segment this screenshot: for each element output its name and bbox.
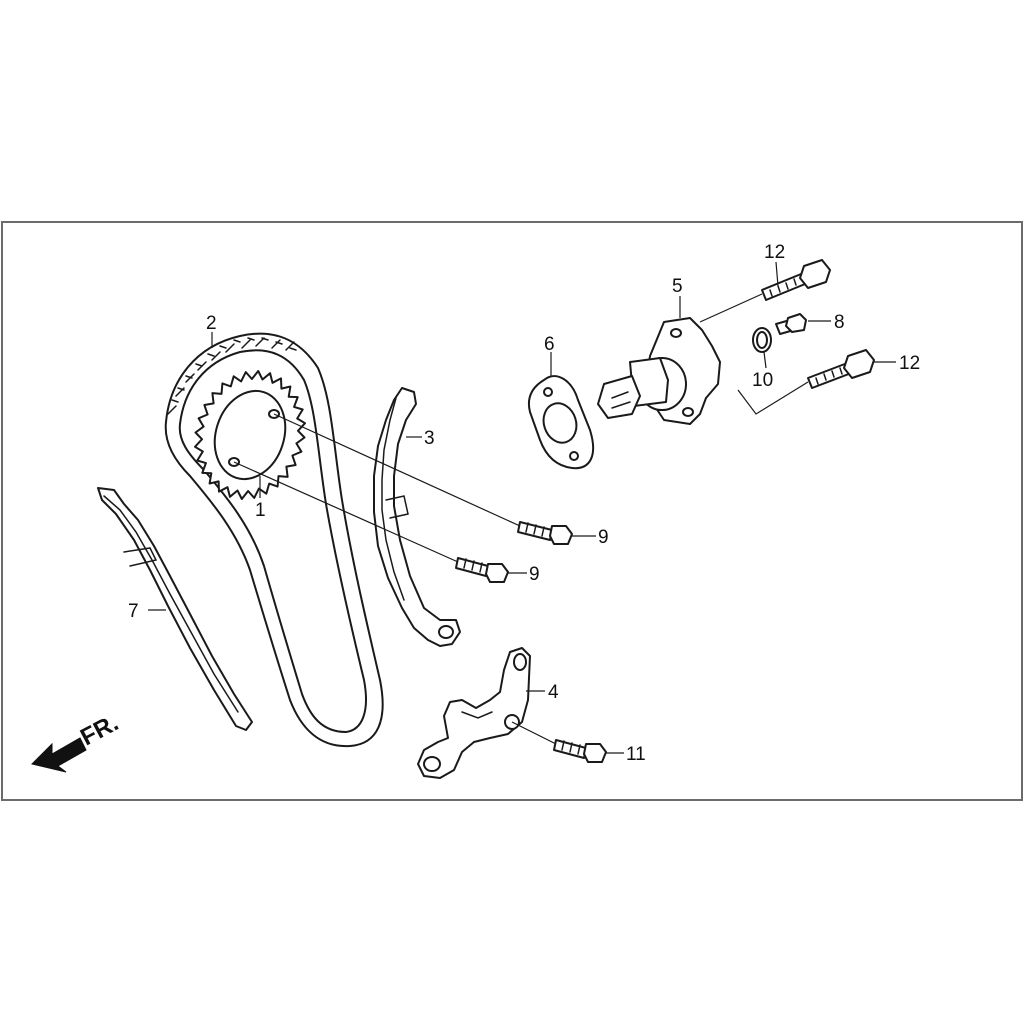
callout-1: 1	[255, 500, 266, 521]
part-6-gasket	[528, 375, 595, 470]
callout-labels: 1 2 3 4 5 6 7 8 9 9 10 11 12 12	[128, 242, 920, 765]
front-direction-marker: FR.	[31, 709, 123, 773]
part-4-pivot-bracket	[417, 647, 531, 779]
part-12-bolt-lower	[807, 349, 875, 389]
part-11-bolt	[553, 739, 607, 763]
callout-9-lower: 9	[529, 564, 540, 585]
callout-12-lower: 12	[899, 353, 920, 374]
callout-12-upper: 12	[764, 242, 785, 263]
part-1-cam-sprocket	[194, 370, 306, 500]
callout-4: 4	[548, 682, 559, 703]
assembly-lines	[233, 293, 809, 745]
part-7-chain-guide	[97, 487, 253, 731]
callout-10: 10	[752, 370, 773, 391]
callout-8: 8	[834, 312, 845, 333]
callout-6: 6	[544, 334, 555, 355]
part-3-tensioner-slipper	[373, 387, 461, 647]
part-9-bolt-lower	[455, 557, 509, 583]
diagram-frame	[1, 221, 1023, 801]
part-5-tensioner-lifter	[597, 317, 721, 425]
arrow-down-left-icon	[31, 737, 87, 773]
part-2-cam-chain	[164, 332, 384, 748]
part-12-bolt-upper	[761, 259, 831, 301]
callout-3: 3	[424, 428, 435, 449]
callout-11: 11	[626, 744, 646, 765]
part-9-bolt-upper	[517, 521, 573, 545]
part-10-o-ring	[752, 327, 772, 353]
callout-9-upper: 9	[598, 527, 609, 548]
callout-2: 2	[206, 313, 217, 334]
callout-7: 7	[128, 601, 139, 622]
part-8-sealing-bolt	[775, 313, 807, 335]
callout-leaders	[148, 261, 896, 754]
callout-5: 5	[672, 276, 683, 297]
